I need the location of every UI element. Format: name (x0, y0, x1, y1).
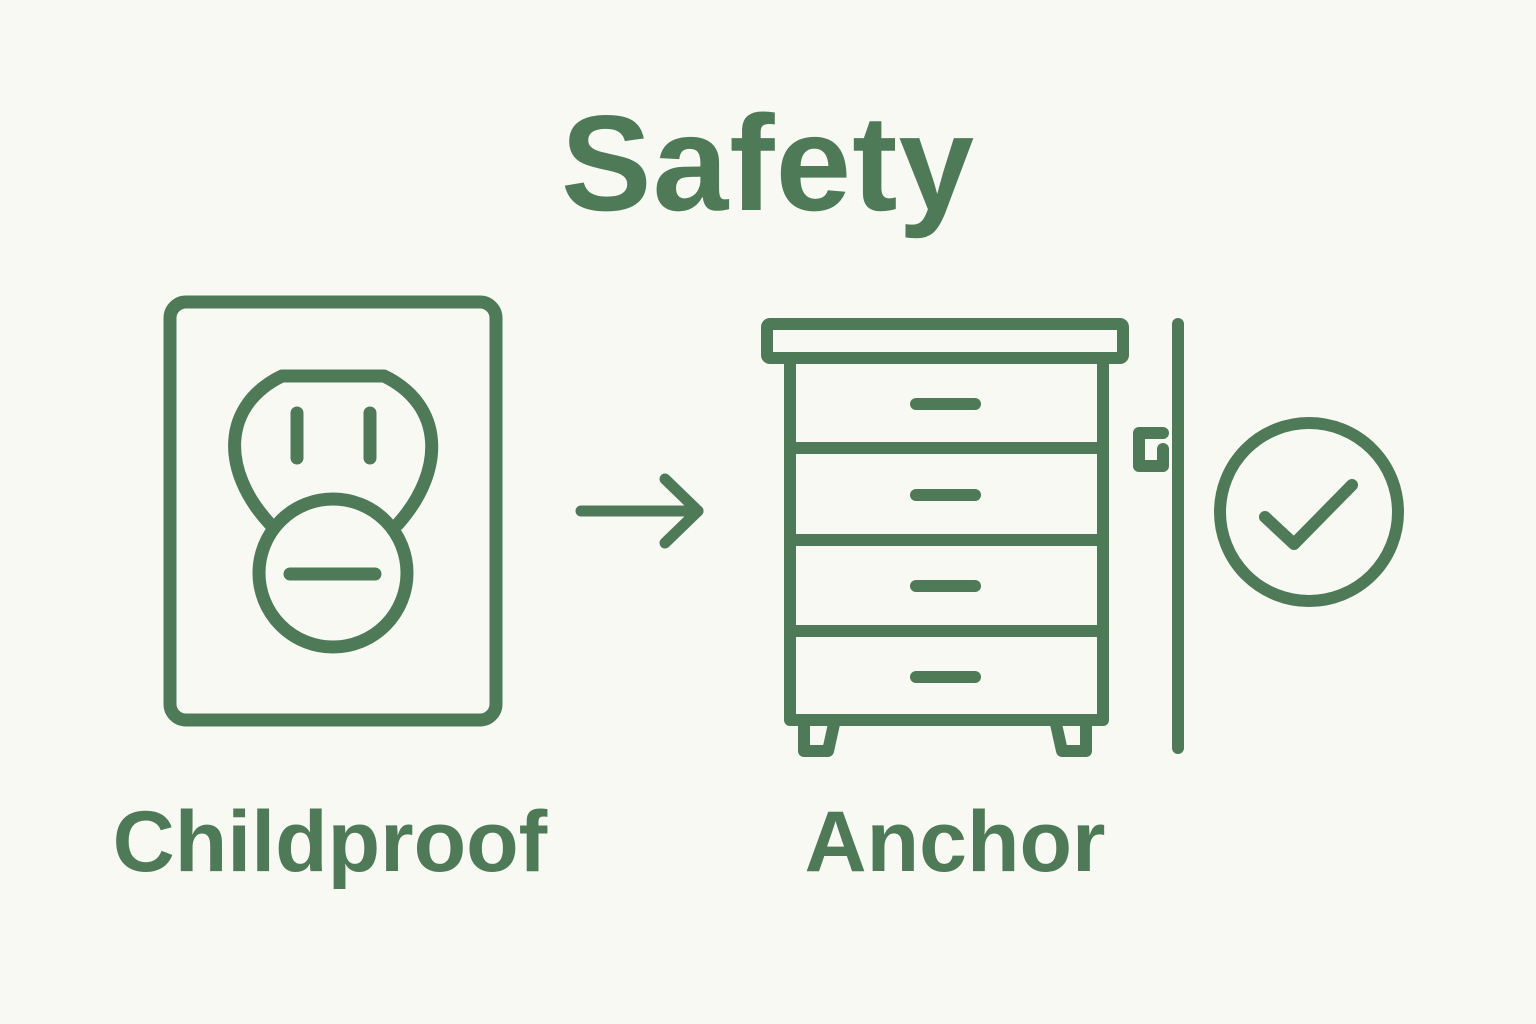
outlet-face (228, 369, 439, 531)
anchor-label: Anchor (804, 794, 1106, 890)
outlet-with-cover-icon (163, 295, 503, 727)
dresser-leg-right (1050, 718, 1092, 757)
anchored-dresser-icon (761, 318, 1184, 757)
anchor-bracket (1133, 427, 1169, 472)
childproof-cover (252, 492, 414, 654)
diagram-title: Safety (560, 87, 976, 239)
check-circle-icon (1214, 417, 1404, 607)
arrow-right-icon (575, 473, 704, 549)
outlet-plate (163, 295, 503, 727)
dresser-leg-left (798, 718, 840, 757)
childproof-label: Childproof (112, 794, 548, 890)
